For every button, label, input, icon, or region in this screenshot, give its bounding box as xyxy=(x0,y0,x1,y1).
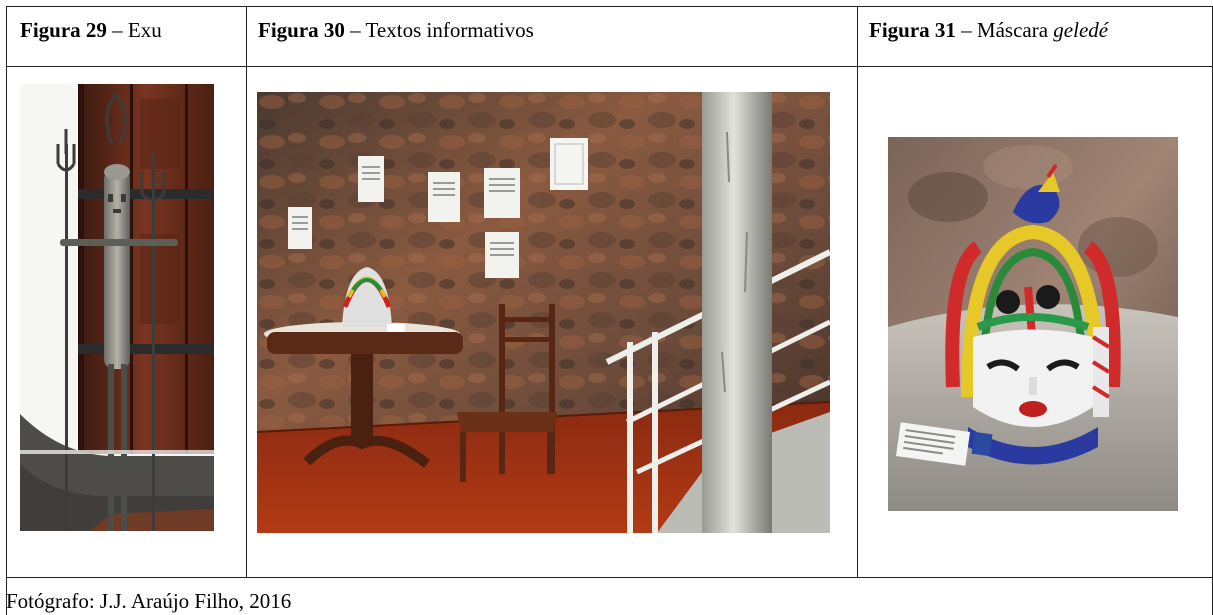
figure-30-title: Textos informativos xyxy=(365,18,534,42)
figure-31-dash: – xyxy=(955,18,977,42)
table-border-top xyxy=(6,6,1213,7)
figure-31-title-emphasis: geledé xyxy=(1053,18,1109,42)
table-border-left xyxy=(6,6,7,615)
figure-29-photo xyxy=(20,84,214,531)
figure-29-number: Figura 29 xyxy=(20,18,107,42)
table-border-caption-row xyxy=(6,66,1213,67)
figure-30-caption: Figura 30 – Textos informativos xyxy=(258,17,534,43)
figure-31-photo xyxy=(888,137,1178,511)
table-border-col2 xyxy=(857,6,858,578)
figure-30-number: Figura 30 xyxy=(258,18,345,42)
figure-29-title: Exu xyxy=(127,18,162,42)
table-border-photo-row xyxy=(6,577,1213,578)
figure-31-number: Figura 31 xyxy=(869,18,956,42)
figure-29-caption: Figura 29 – Exu xyxy=(20,17,162,43)
figure-30-photo xyxy=(257,92,830,533)
table-border-col1 xyxy=(246,6,247,578)
figure-31-caption: Figura 31 – Máscara geledé xyxy=(869,17,1108,43)
figure-29-dash: – xyxy=(106,18,128,42)
figure-31-title: Máscara xyxy=(976,18,1054,42)
photo-credit: Fotógrafo: J.J. Araújo Filho, 2016 xyxy=(6,589,292,613)
figure-30-dash: – xyxy=(344,18,366,42)
